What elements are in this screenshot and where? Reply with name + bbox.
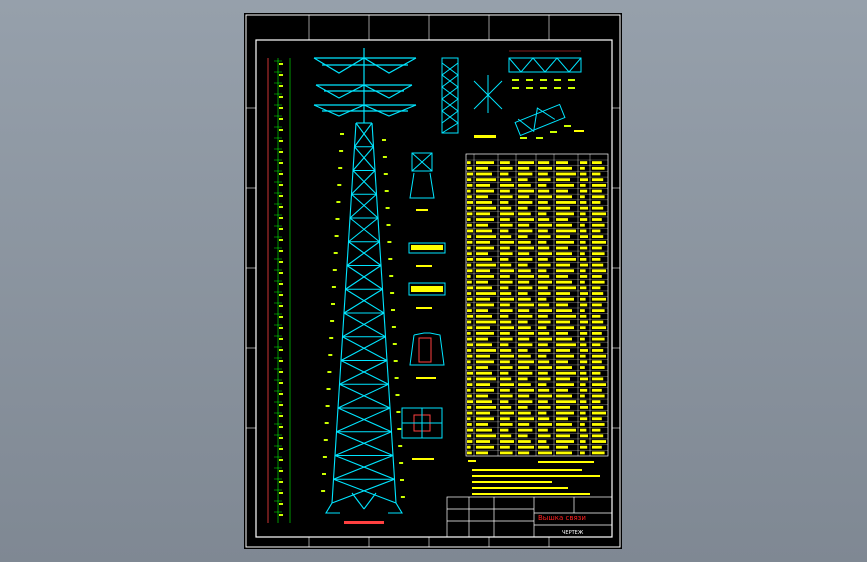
arm-plan-detail xyxy=(473,50,582,137)
side-elevation-detail xyxy=(441,57,496,138)
inner-frame xyxy=(255,39,613,538)
member-table xyxy=(465,153,609,457)
outer-frame xyxy=(245,14,621,548)
company-text: Вышка связи xyxy=(538,514,586,522)
drawing-title: ЧЕРТЕЖ xyxy=(562,530,584,536)
drawing-sheet[interactable]: Вышка связи ЧЕРТЕЖ xyxy=(244,13,622,549)
vertical-dimension-chain xyxy=(267,58,291,523)
tower-elevation xyxy=(313,48,417,524)
drawing-canvas[interactable]: Вышка связи ЧЕРТЕЖ xyxy=(244,13,622,549)
section-details xyxy=(401,152,446,439)
title-block xyxy=(446,496,613,538)
notes-block xyxy=(468,460,600,495)
zone-ticks xyxy=(246,15,620,547)
